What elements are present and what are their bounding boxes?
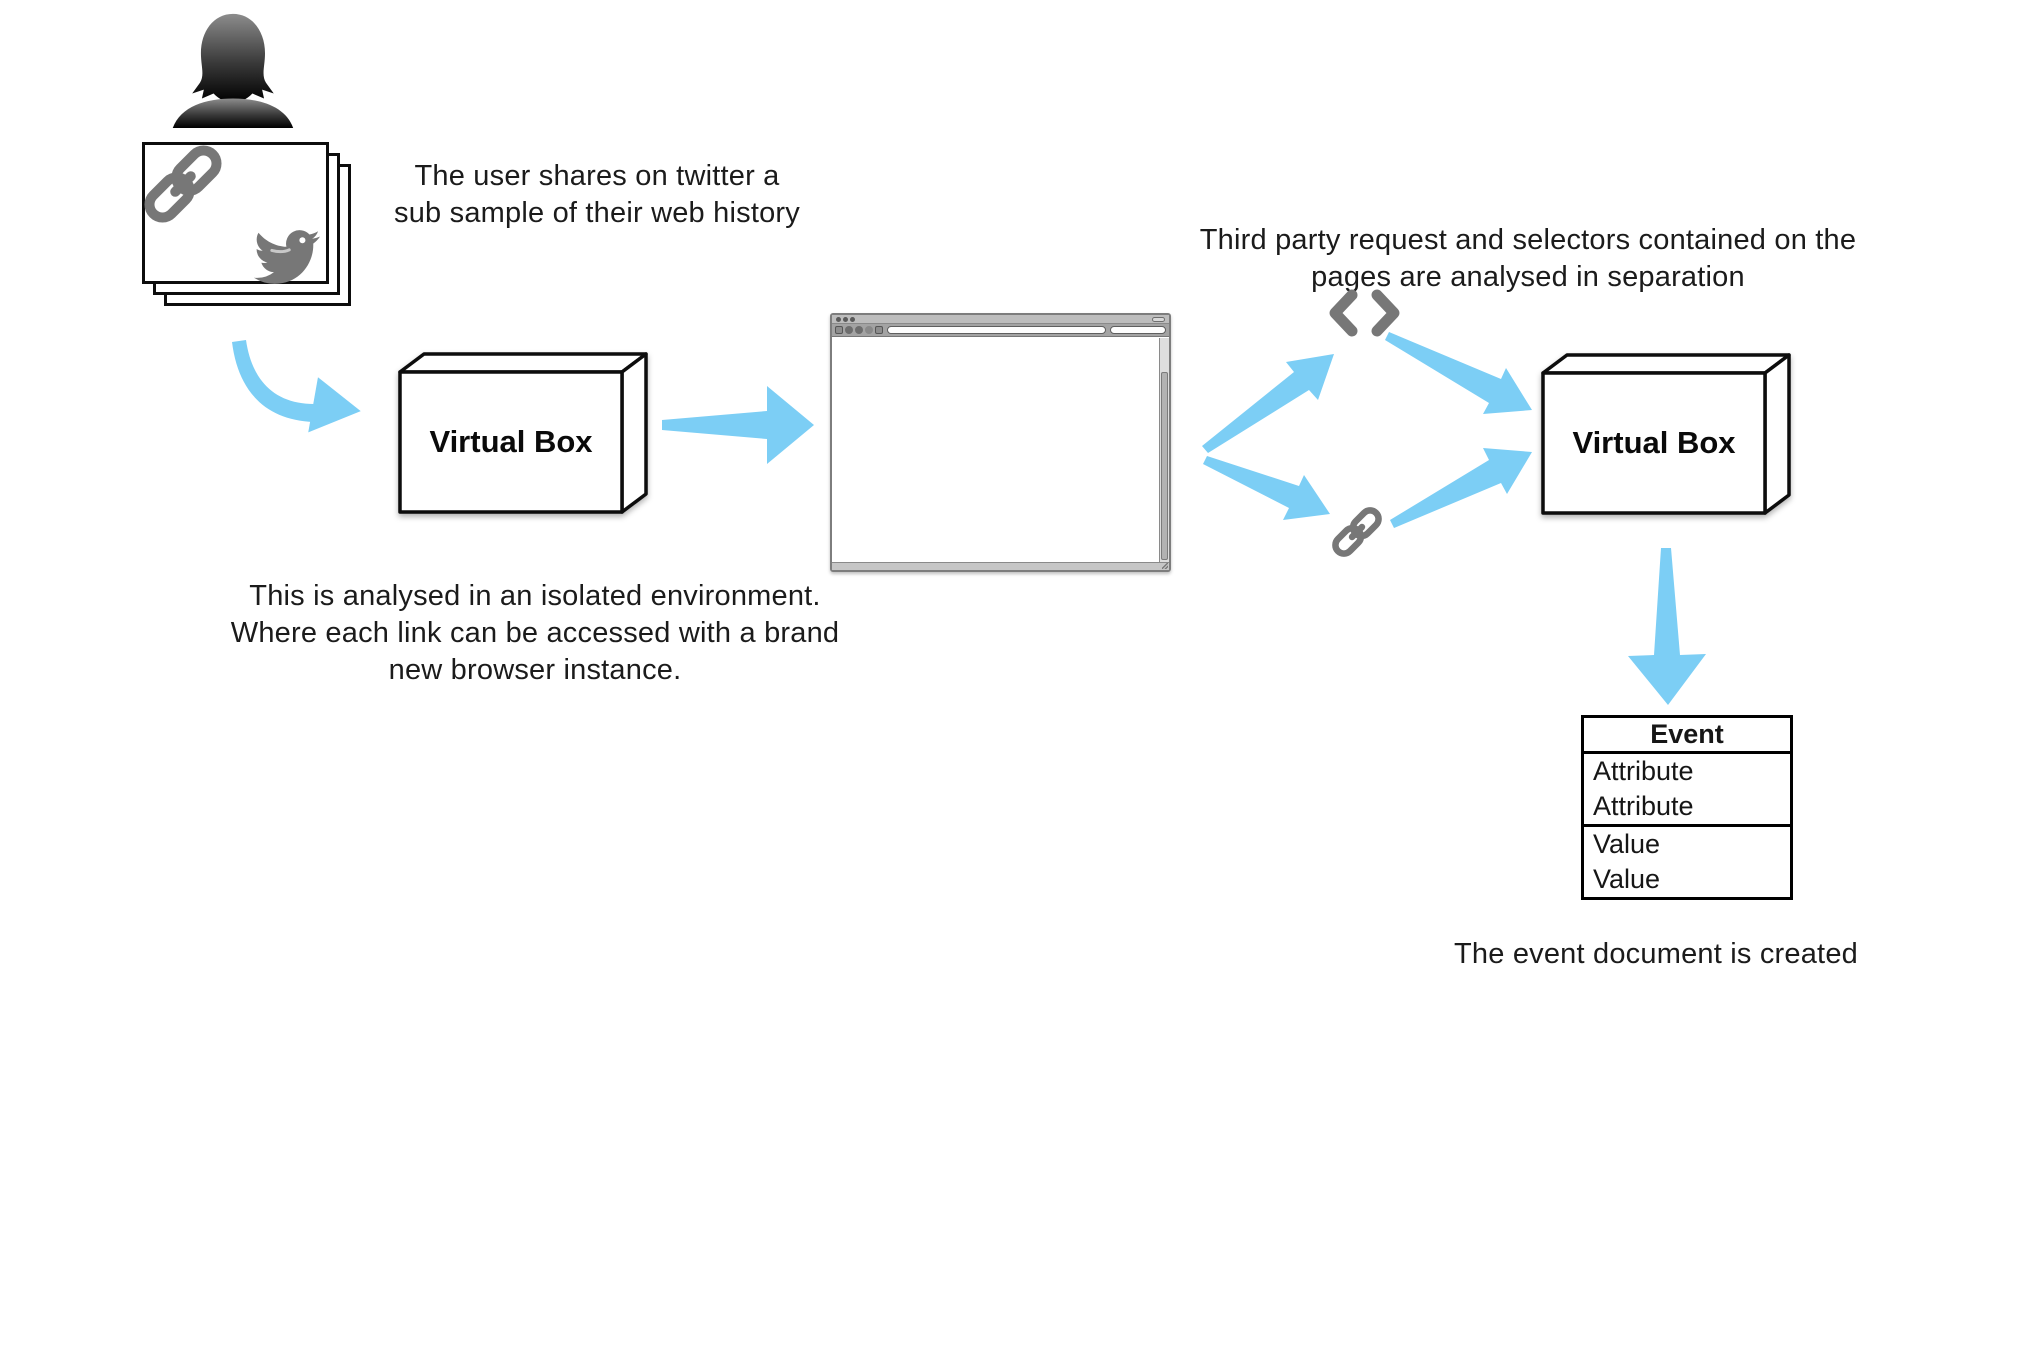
caption-share-line1: The user shares on twitter a <box>414 160 780 192</box>
window-dot-icon <box>843 317 848 322</box>
caption-third-party-line2: pages are analysed in separation <box>1311 261 1745 293</box>
caption-isolated-line2: Where each link can be accessed with a b… <box>230 617 840 649</box>
caption-isolated-line3: new browser instance. <box>388 654 682 686</box>
browser-status-bar <box>832 562 1169 570</box>
window-dot-icon <box>850 317 855 322</box>
virtual-box-2-label: Virtual Box <box>1572 425 1736 460</box>
browser-toolbar <box>832 324 1169 337</box>
caption-isolated-line1: This is analysed in an isolated environm… <box>249 580 821 612</box>
code-icon <box>1329 289 1400 337</box>
search-field <box>1110 326 1166 334</box>
event-attribute-row: Attribute <box>1593 756 1694 786</box>
arrow-user-to-vbox1 <box>232 340 361 433</box>
window-dot-icon <box>836 317 841 322</box>
arrow-vbox2-to-event <box>1628 548 1706 705</box>
browser-title-bar <box>832 315 1169 324</box>
resize-grip-icon <box>1162 563 1168 569</box>
user-icon <box>172 13 294 128</box>
event-table-values: Value Value <box>1584 827 1790 897</box>
arrow-link-to-vbox2 <box>1390 448 1532 528</box>
event-table: Event Attribute Attribute Value Value <box>1581 715 1793 900</box>
reload-button-icon <box>865 326 873 334</box>
address-bar <box>887 326 1106 334</box>
browser-content-area <box>832 338 1159 562</box>
virtual-box-1-label: Virtual Box <box>429 424 593 459</box>
caption-third-party: Third party request and selectors contai… <box>1128 222 1928 296</box>
caption-isolated: This is analysed in an isolated environm… <box>185 578 885 689</box>
event-value-row: Value <box>1593 864 1661 894</box>
event-value-row: Value <box>1593 829 1661 859</box>
arrow-code-to-vbox2 <box>1385 332 1532 414</box>
arrow-vbox1-to-browser <box>662 386 814 464</box>
event-attribute-row: Attribute <box>1593 791 1694 821</box>
forward-button-icon <box>855 326 863 334</box>
caption-third-party-line1: Third party request and selectors contai… <box>1199 224 1857 256</box>
add-tab-icon <box>875 326 883 334</box>
browser-scrollbar <box>1159 338 1169 562</box>
caption-share-line2: sub sample of their web history <box>394 197 800 229</box>
caption-event-created: The event document is created <box>1454 938 1858 970</box>
event-table-header: Event <box>1584 718 1790 754</box>
event-table-attributes: Attribute Attribute <box>1584 754 1790 827</box>
scrollbar-thumb <box>1161 372 1168 560</box>
back-button-icon <box>845 326 853 334</box>
arrow-browser-to-link <box>1203 456 1330 520</box>
caption-share: The user shares on twitter a sub sample … <box>277 158 917 232</box>
sidebar-toggle-icon <box>835 326 843 334</box>
browser-window <box>830 313 1171 572</box>
arrow-browser-to-code <box>1202 354 1334 453</box>
link-icon-small <box>1332 507 1382 557</box>
window-minimize-icon <box>1152 317 1165 322</box>
